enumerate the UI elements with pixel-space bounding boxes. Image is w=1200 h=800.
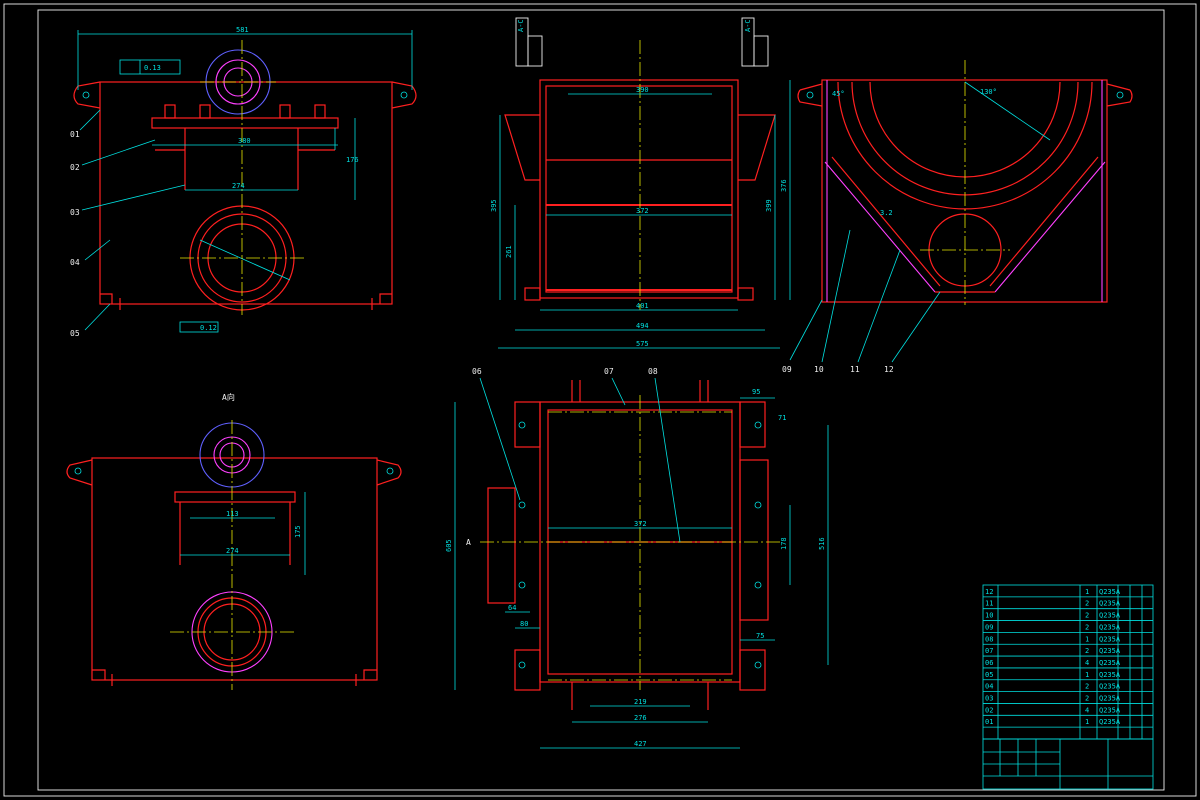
dim-span: 274 [232,182,245,190]
bom-cell-qty: 1 [1085,635,1089,643]
dim-side-v1: 176 [346,156,359,164]
bom-cell-no: 03 [985,695,993,703]
tol-value-3: 0.12 [200,324,217,332]
roughness-label: 3.2 [880,209,893,217]
dim-side-75: 75 [756,632,764,640]
a-direction-view: A向 113 274 175 [66,392,402,690]
bom-cell-mat: Q235A [1099,718,1121,726]
balloon-10: 10 [814,365,824,374]
view-label-a: A向 [222,392,235,402]
dim-bot-center-width: 372 [634,520,647,528]
balloon-09: 09 [782,365,792,374]
bom-cell-qty: 4 [1085,706,1089,714]
inner-border [37,9,1165,791]
bom-cell-mat: Q235A [1099,612,1121,620]
bom-cell-mat: Q235A [1099,647,1121,655]
bom-cell-qty: 2 [1085,647,1089,655]
outer-border [3,3,1197,797]
dim-mid-h-left2: 261 [505,245,513,258]
bom-cell-no: 06 [985,659,993,667]
balloon-07: 07 [604,367,614,376]
dim-bot-inner: 276 [634,714,647,722]
dim-bot-h-right2: 178 [780,537,788,550]
dim-side-64: 64 [508,604,516,612]
balloon-02: 02 [70,163,80,172]
bom-cell-mat: Q235A [1099,683,1121,691]
datum-ref-right: A-C [744,19,752,32]
balloon-11: 11 [850,365,860,374]
datum-ref-left: A-C [517,19,525,32]
plan-view: A 372 605 516 178 427 276 219 80 64 75 9… [445,367,829,749]
bom-cell-no: 11 [985,600,993,608]
bom-cell-qty: 2 [1085,683,1089,691]
bom-cell-qty: 2 [1085,612,1089,620]
bom-cell-qty: 1 [1085,588,1089,596]
bom-cell-mat: Q235A [1099,600,1121,608]
angle-label: 45° [832,90,845,98]
bom-cell-mat: Q235A [1099,659,1121,667]
dim-side-71: 71 [778,414,786,422]
dim-bot-h-right: 516 [818,537,826,550]
balloon-08: 08 [648,367,658,376]
bom-cell-qty: 4 [1085,659,1089,667]
dim-bot-inner2: 219 [634,698,647,706]
bom-cell-no: 07 [985,647,993,655]
balloon-04: 04 [70,258,80,267]
bom-cell-qty: 2 [1085,623,1089,631]
title-block [982,738,1154,790]
balloon-03: 03 [70,208,80,217]
bom-cell-mat: Q235A [1099,588,1121,596]
angle-label-2: 130° [980,88,997,96]
bom-cell-mat: Q235A [1099,671,1121,679]
dim-av-span: 274 [226,547,239,555]
dim-inner-width: 380 [238,137,251,145]
bom-cell-no: 05 [985,671,993,679]
tol-value-1: 0.13 [144,64,161,72]
dim-mid-h-right: 376 [780,179,788,192]
dim-side-95: 95 [752,388,760,396]
bom-cell-qty: 1 [1085,671,1089,679]
bom-cell-mat: Q235A [1099,706,1121,714]
bom-cell-no: 10 [985,612,993,620]
section-letter-a: A [466,538,471,547]
dim-mid-width-a: 372 [636,207,649,215]
bom-cell-mat: Q235A [1099,623,1121,631]
balloon-06: 06 [472,367,482,376]
front-view: 581 380 274 176 0.13 0.12 01 02 03 04 05 [70,26,417,338]
hopper-section-view: 45° 130° 3.2 09 10 11 12 [782,60,1133,374]
dim-side-80: 80 [520,620,528,628]
bom-cell-qty: 2 [1085,695,1089,703]
balloon-12: 12 [884,365,894,374]
bom-cell-no: 09 [985,623,993,631]
dim-mid-width-b: 401 [636,302,649,310]
dim-bot-width: 427 [634,740,647,748]
bom-cell-no: 12 [985,588,993,596]
bom-cell-no: 08 [985,635,993,643]
dim-top-mid-width: 390 [636,86,649,94]
dim-mid-h-left: 395 [490,199,498,212]
dim-mid-width-d: 575 [636,340,649,348]
balloon-05: 05 [70,329,80,338]
dim-top-width: 581 [236,26,249,34]
bom-cell-no: 02 [985,706,993,714]
balloon-01: 01 [70,130,80,139]
dim-av-width: 113 [226,510,239,518]
dim-av-v: 175 [294,525,302,538]
bom-cell-no: 01 [985,718,993,726]
bom-cell-qty: 1 [1085,718,1089,726]
bom-cell-qty: 2 [1085,600,1089,608]
side-section-view: A-C A-C 390 372 401 494 575 395 261 376 … [490,17,791,349]
dim-mid-width-c: 494 [636,322,649,330]
bom-cell-no: 04 [985,683,993,691]
dim-mid-h-right2: 399 [765,199,773,212]
bom-cell-mat: Q235A [1099,635,1121,643]
bom-cell-mat: Q235A [1099,695,1121,703]
dim-bot-h-total: 605 [445,539,453,552]
